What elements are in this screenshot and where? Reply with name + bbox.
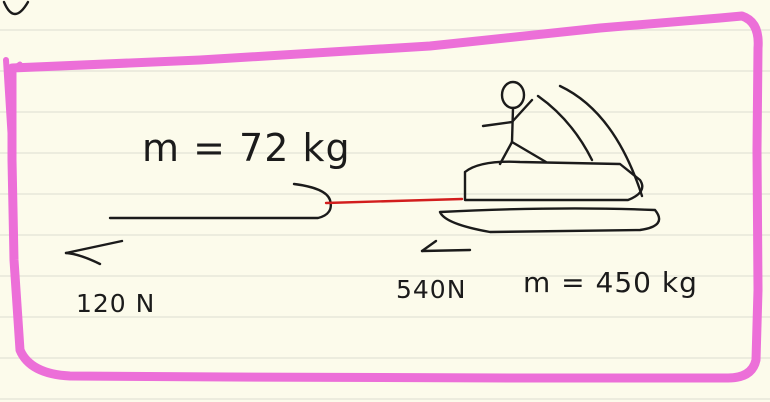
pink-frame [3,11,763,383]
block-outline [108,182,332,220]
arrow-left-icon [64,239,124,266]
force-label-right: 540N [396,275,467,304]
arrow-left-icon [420,239,472,253]
force-label-left: 120 N [76,289,156,318]
partial-stroke [2,0,30,16]
mass-label-left: m = 72 kg [142,126,351,170]
rope-line [324,197,464,205]
ruled-lines [0,29,770,400]
mass-label-right: m = 450 kg [523,266,698,299]
jet-ski-icon [438,84,661,234]
stick-figure-icon [481,80,548,166]
